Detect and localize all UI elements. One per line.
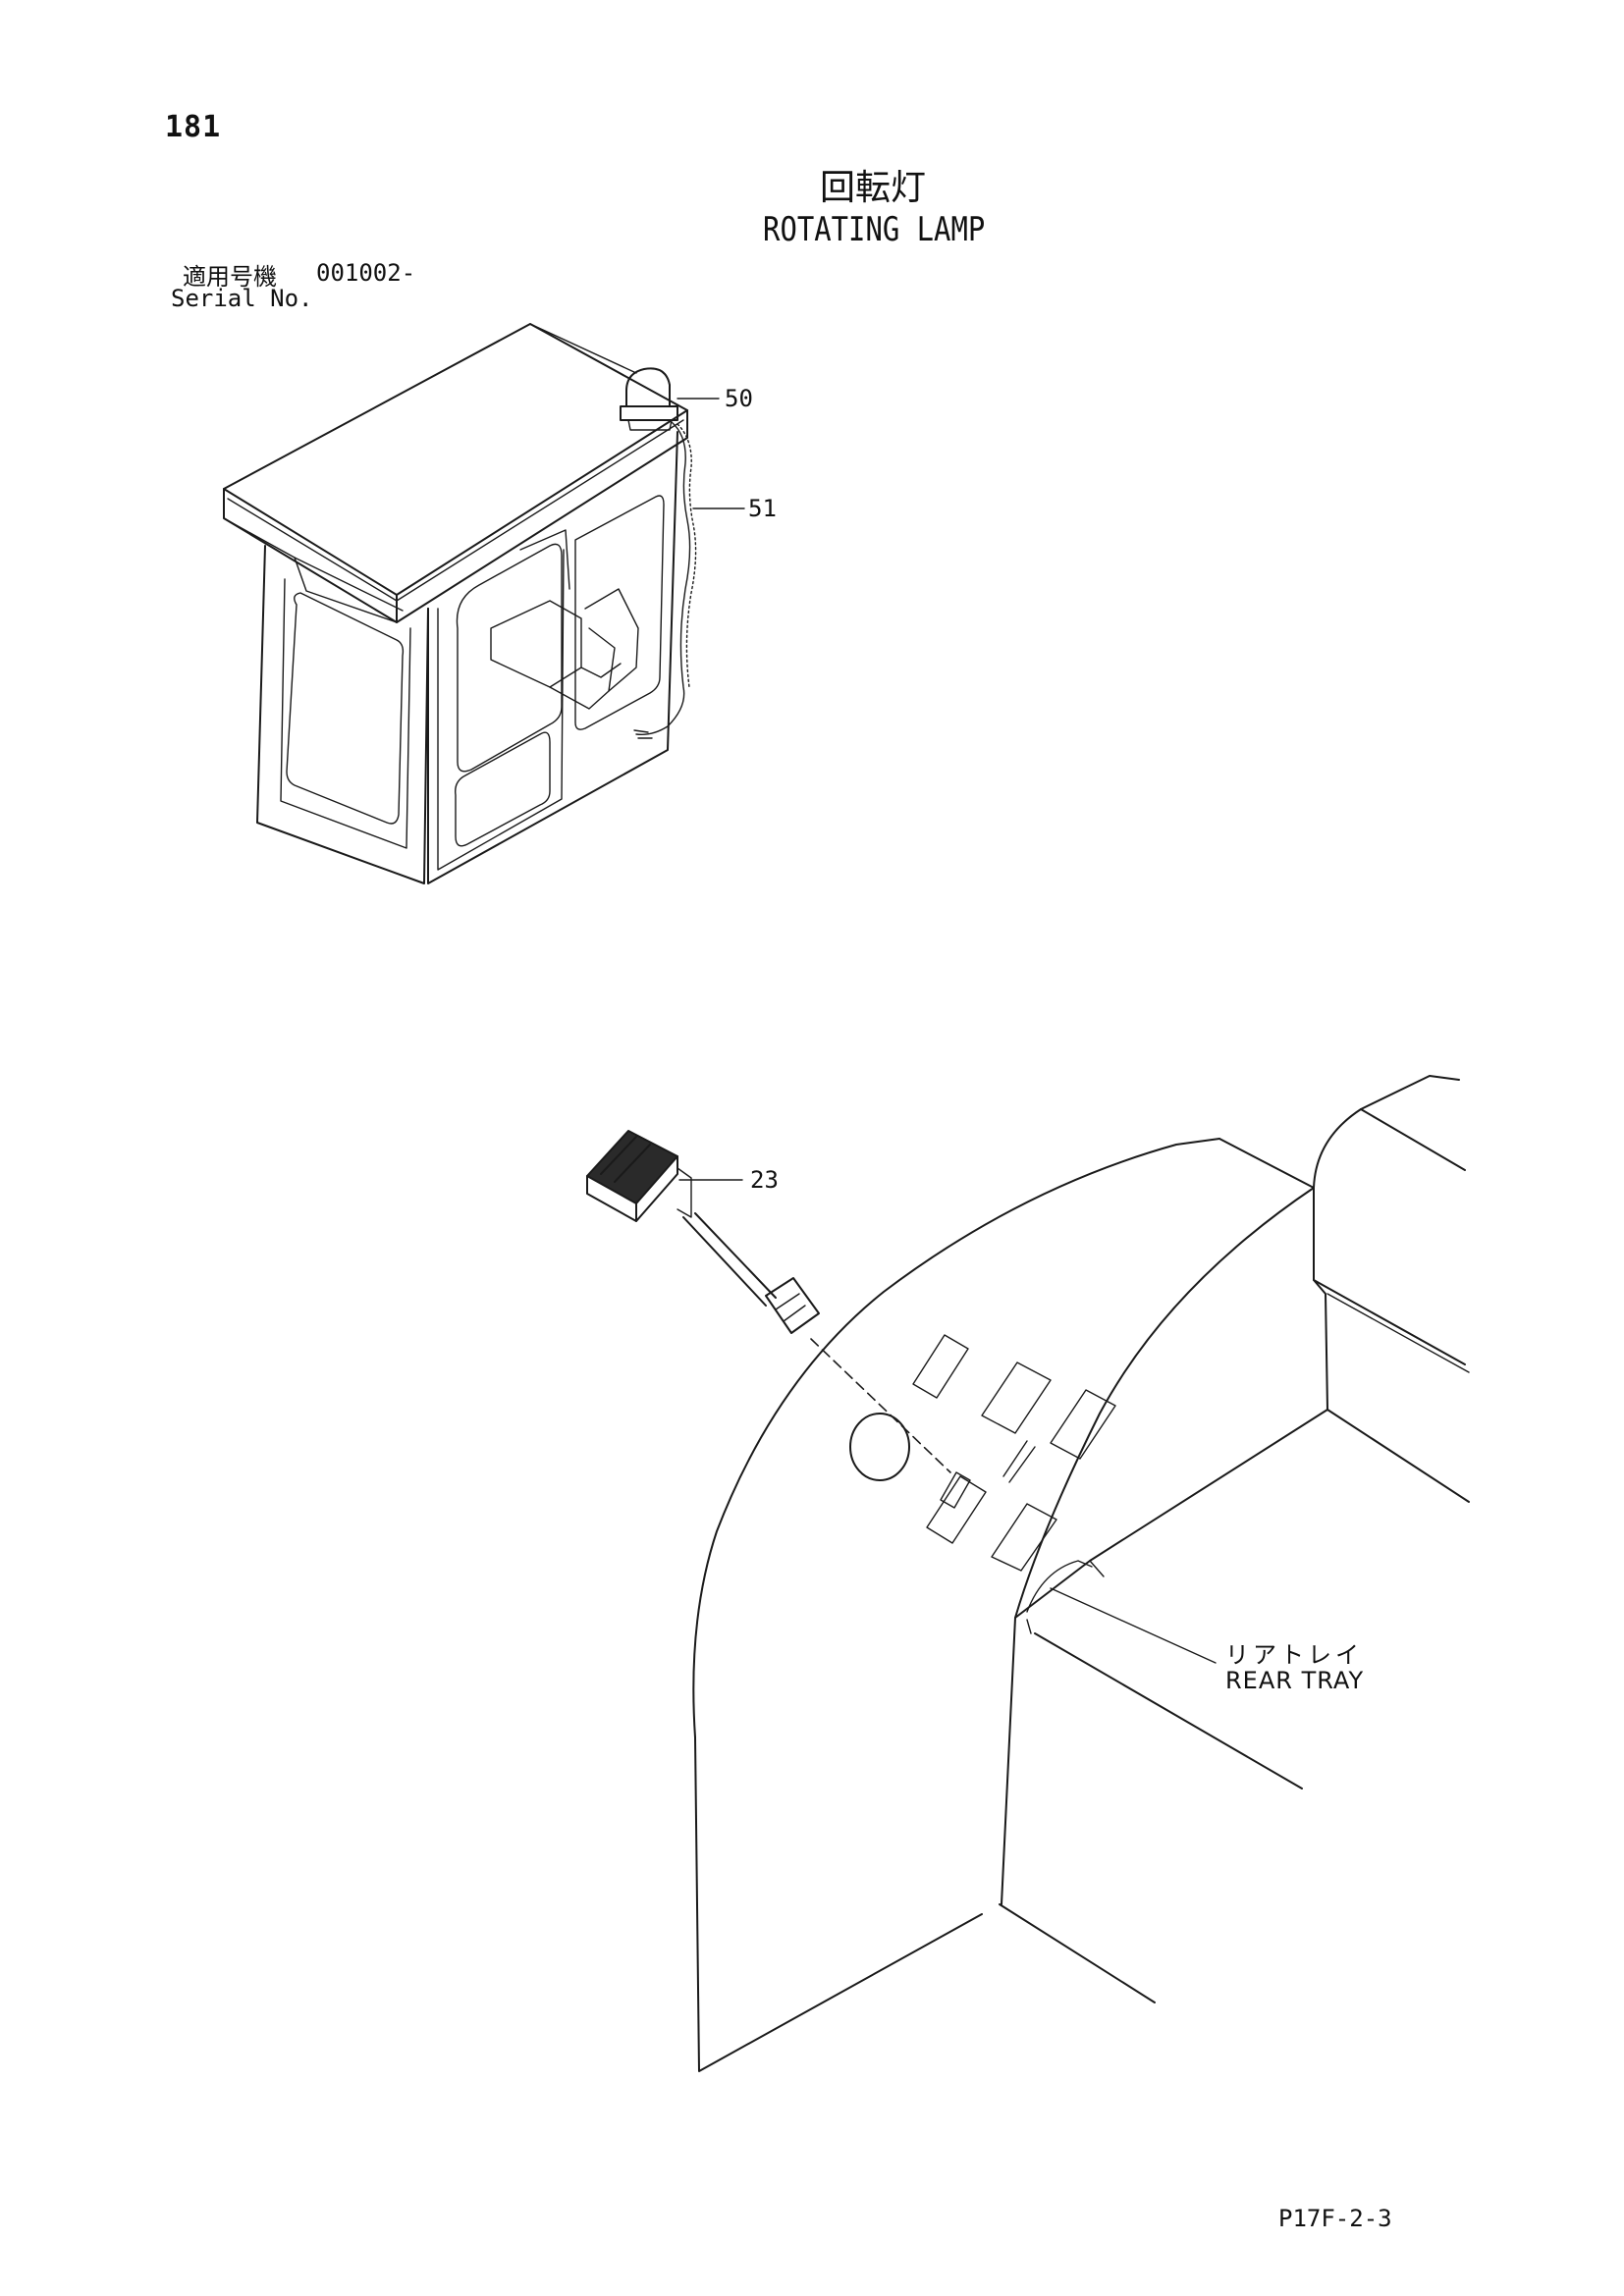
serial-number-value: 001002- [316,259,416,287]
rear-tray-label-english: REAR TRAY [1225,1667,1365,1694]
rear-console-illustration [692,1075,1470,2072]
callout-23: 23 [750,1166,779,1194]
page-code: P17F-2-3 [1278,2205,1392,2232]
callout-50: 50 [725,385,753,412]
page-title-japanese: 回転灯 [819,168,926,208]
switch-illustration [586,1130,951,1473]
page-number: 181 [165,110,222,144]
rear-tray-label-japanese: リアトレイ [1225,1641,1363,1669]
page-title-english: ROTATING LAMP [763,210,986,249]
callout-51: 51 [748,495,777,522]
cab-illustration [223,323,745,884]
serial-label-japanese: 適用号機 [183,263,277,291]
serial-label-english: Serial No. [171,285,313,312]
